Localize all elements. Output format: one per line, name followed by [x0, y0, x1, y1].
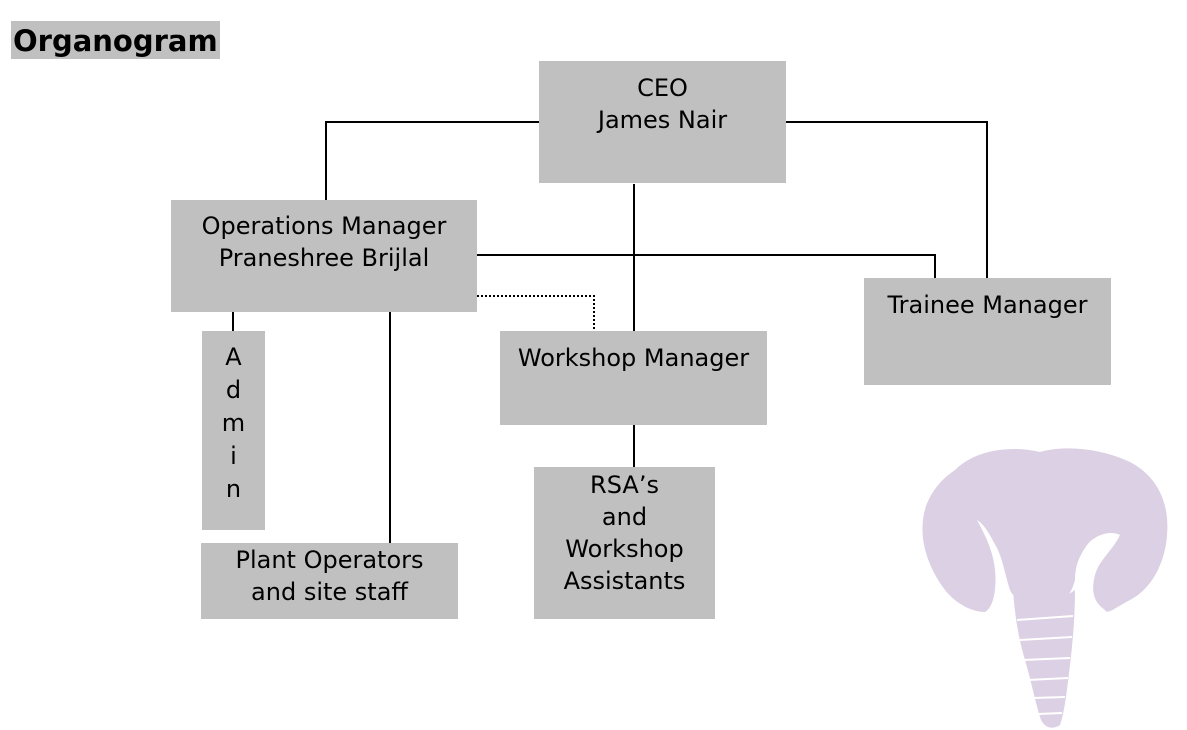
- workshop-manager-role: Workshop Manager: [517, 344, 750, 372]
- rsa-line: Workshop: [565, 535, 684, 563]
- node-trainee-manager: Trainee Manager: [864, 278, 1111, 385]
- ceo-name: James Nair: [597, 106, 728, 134]
- admin-letter: m: [221, 409, 246, 437]
- admin-letter: A: [225, 343, 242, 371]
- connector-ceo-operations: [325, 121, 539, 200]
- operations-manager-role: Operations Manager: [201, 212, 447, 240]
- page-title: Organogram: [11, 21, 220, 59]
- rsa-line: RSA’s: [590, 471, 659, 499]
- node-workshop-manager: Workshop Manager: [500, 331, 767, 425]
- elephant-head-icon: [922, 448, 1168, 728]
- connector-operations-trainee: [477, 254, 936, 278]
- rsa-line: Assistants: [563, 567, 686, 595]
- node-plant-operators: Plant Operators and site staff: [201, 543, 458, 619]
- admin-letter: n: [225, 475, 242, 503]
- connector-operations-workshop-dotted: [477, 295, 595, 331]
- admin-letter: d: [225, 376, 242, 404]
- node-admin: A d m i n: [202, 331, 265, 530]
- connector-ceo-trainee: [786, 121, 988, 278]
- plant-operators-line: and site staff: [251, 578, 408, 606]
- plant-operators-line: Plant Operators: [235, 546, 424, 574]
- trainee-manager-role: Trainee Manager: [887, 291, 1088, 319]
- rsa-line: and: [601, 503, 648, 531]
- ceo-role: CEO: [637, 74, 688, 102]
- node-rsa-workshop-assistants: RSA’s and Workshop Assistants: [534, 467, 715, 619]
- node-ceo: CEO James Nair: [539, 61, 786, 183]
- node-operations-manager: Operations Manager Praneshree Brijlal: [171, 200, 477, 312]
- operations-manager-name: Praneshree Brijlal: [218, 244, 430, 272]
- admin-letter: i: [230, 442, 237, 470]
